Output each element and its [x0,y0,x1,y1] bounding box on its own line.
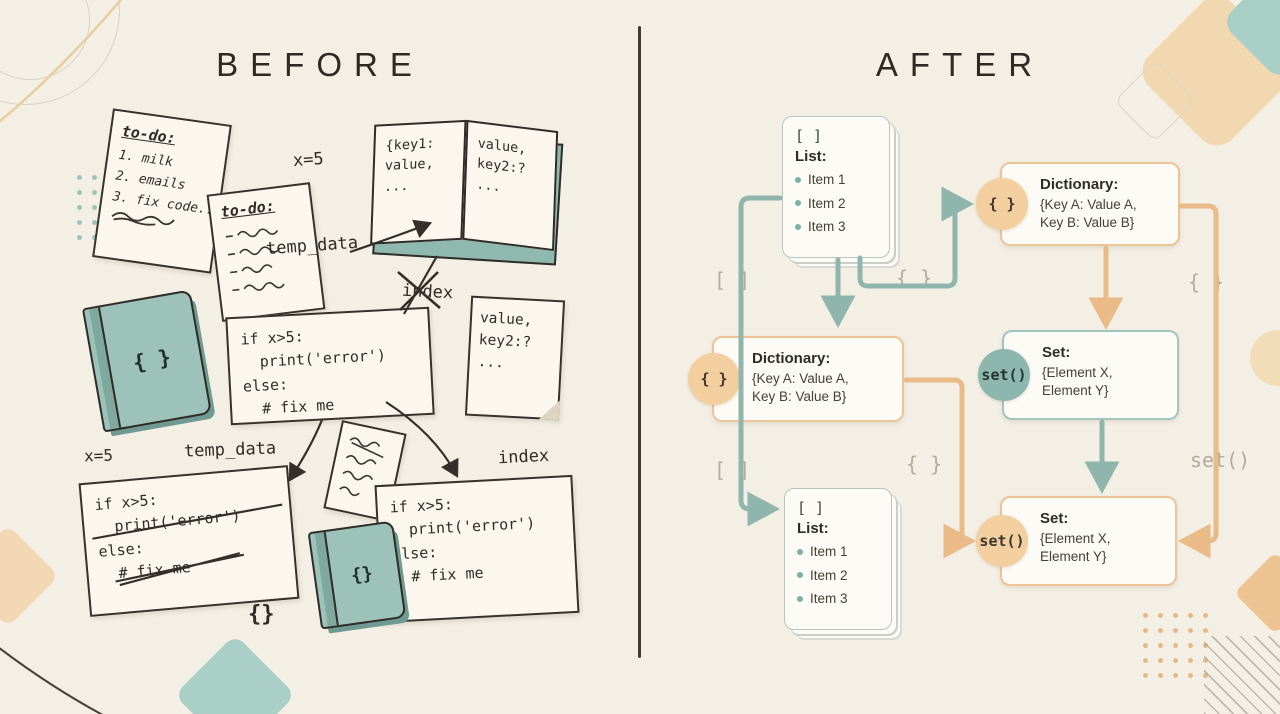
braces-badge-icon: { } [688,353,740,405]
dictionary-card-middle: { } Dictionary: {Key A: Value A, Key B: … [688,336,904,422]
x5-label-bottom: x=5 [83,445,114,466]
index-label-bottom: index [497,445,550,469]
list-item-text: Item 2 [810,567,848,583]
list-symbol: [ ] [795,127,823,145]
bullet-dot-icon [797,572,803,579]
todo-note-title: to-do: [219,196,276,222]
set-label: Set: [1040,510,1069,527]
braces-label-small: {} [349,562,375,587]
brace-connector-label: { } [1188,270,1225,294]
temp-data-label-bottom: temp_data [183,438,277,462]
center-divider [638,26,641,658]
dictionary-line: Key B: Value B} [1040,215,1135,231]
code-note-center: if x>5: print('error') else: # fix me [225,306,435,426]
scribble-note [323,420,407,522]
decor-orange-arc-top-left [0,0,123,123]
list-card-top: [ ] List: Item 1 Item 2 Item 3 [782,116,890,258]
set-label: Set: [1042,344,1071,361]
set-badge-icon: set() [976,515,1028,567]
decor-beige-diamond-left [0,525,59,627]
decor-circle-outline-top-left-2 [0,0,90,80]
set-line: Element Y} [1042,383,1109,399]
brace-connector-label: { } [906,452,943,476]
open-book: {key1: value, ... value, key2:? ... [370,117,567,268]
code-note-bottom-left: if x>5: print('error') else: # fix me [78,465,300,617]
list-item-text: Item 1 [810,544,848,559]
value-note-line: key2:? [478,331,532,351]
list-label: List: [797,520,829,537]
after-title: AFTER [875,46,1045,83]
set-badge-icon: set() [978,349,1030,401]
value-note-line: ... [477,353,505,371]
brace-connector-label: { } [896,266,933,290]
book-page-right: value, key2:? ... [462,119,559,252]
list-item-text: Item 2 [808,195,846,211]
list-symbol: [ ] [797,499,825,517]
decor-teal-diamond-top-right [1220,0,1280,82]
dictionary-label: Dictionary: [1040,176,1119,193]
decor-beige-diamond-top-right [1133,0,1280,155]
todo-note-scribbled: to-do: [206,182,326,322]
scribble-lines [339,437,384,497]
before-title: BEFORE [216,46,424,83]
braces-label: { } [131,345,173,376]
bullet-dot-icon [795,200,801,207]
list-card-bottom: [ ] List: Item 1 Item 2 Item 3 [784,488,892,630]
dictionary-book-small: {} [307,520,407,630]
book-text: ... [383,177,409,195]
dictionary-line: {Key A: Value A, [1040,197,1137,212]
decor-orange-diamond-bottom-right [1233,551,1280,635]
scribble-lines [225,228,285,292]
list-item: Item 1 [795,168,877,192]
decor-circle-outline-top-left [0,0,120,105]
dictionary-line: {Key A: Value A, [752,371,849,386]
list-item-text: Item 1 [808,172,846,187]
book-spine [314,531,339,627]
dictionary-card-top: { } Dictionary: {Key A: Value A, Key B: … [976,162,1180,246]
dictionary-label: Dictionary: [752,350,831,367]
decor-dark-arc-bottom-left [0,647,104,714]
set-line: Element Y} [1040,549,1107,565]
decor-beige-circle-right [1250,330,1280,386]
bracket-connector-label: [ ] [714,268,751,292]
book-page-left: {key1: value, ... [370,119,467,245]
list-item-text: Item 3 [808,219,846,235]
list-item: Item 2 [797,564,879,588]
connector-right-rail [1178,203,1219,559]
connector-dictionary-mid-arrow [943,523,976,559]
bullet-dot-icon [797,596,803,603]
list-item: Item 3 [797,587,879,611]
folded-corner [538,399,560,421]
set-card-bottom: set() Set: {Element X, Element Y} [976,496,1177,586]
arrow-code-to-bottom-left [288,419,324,482]
set-connector-label: set() [1190,448,1251,472]
set-line: {Element X, [1040,531,1111,546]
decor-dot-grid-bottom-right [1138,608,1218,680]
list-item: Item 3 [795,215,877,239]
decor-teal-diamond-bottom [174,634,296,714]
set-card-middle: set() Set: {Element X, Element Y} [978,330,1179,420]
bullet-dot-icon [795,224,801,231]
braces-badge-icon: { } [976,178,1028,230]
todo-note: to-do: 1. milk 2. emails 3. fix code... [92,108,232,274]
book-spine [89,307,122,430]
value-note: value, key2:? ... [464,295,566,421]
decor-hatch-bottom-right [1204,636,1280,714]
x5-label-top: x=5 [292,148,325,172]
dictionary-line: Key B: Value B} [752,389,847,405]
list-item: Item 1 [797,540,879,564]
bracket-connector-label: [ ] [714,458,751,482]
braces-floor-label: {} [248,602,275,627]
index-label-top: index [401,280,454,304]
code-note-bottom-right: if x>5: print('error') else: # fix me [374,474,580,624]
bullet-dot-icon [797,548,803,555]
bullet-dot-icon [795,176,801,183]
dictionary-book: { } [81,289,213,433]
list-item-text: Item 3 [810,591,848,607]
set-line: {Element X, [1042,365,1113,380]
list-item: Item 2 [795,192,877,216]
list-label: List: [795,148,827,165]
decor-outline-diamond-right [1113,59,1197,143]
